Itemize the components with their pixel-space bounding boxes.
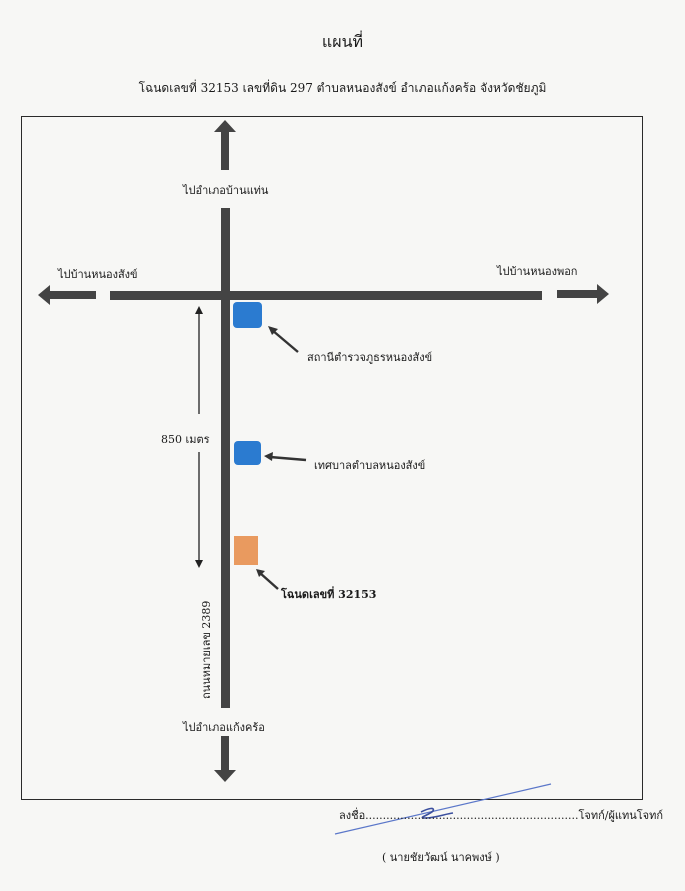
east-direction-label: ไปบ้านหนองพอก	[497, 265, 578, 278]
land-parcel-marker	[234, 536, 258, 565]
municipality-marker	[234, 441, 261, 465]
arrow-down-icon	[214, 736, 236, 782]
arrow-up-icon	[214, 120, 236, 170]
signature-scribble	[334, 783, 552, 835]
police-station-marker	[233, 302, 262, 328]
arrow-left-icon	[38, 285, 96, 305]
west-direction-label: ไปบ้านหนองสังข์	[58, 268, 138, 281]
page-title: แผนที่	[321, 32, 364, 51]
road-horizontal	[110, 291, 542, 300]
road-vertical	[221, 208, 230, 708]
pointer-arrow-icon	[264, 452, 307, 462]
road-number-label: ถนนหมายเลข 2389	[200, 600, 213, 699]
signer-name: ( นายชัยวัฒน์ นาคพงษ์ )	[382, 851, 500, 864]
map-frame	[21, 116, 643, 800]
pointer-arrow-icon	[268, 326, 299, 353]
arrow-right-icon	[557, 284, 609, 304]
page-subtitle: โฉนดเลขที่ 32153 เลขที่ดิน 297 ตำบลหนองส…	[138, 81, 547, 95]
land-parcel-label: โฉนดเลขที่ 32153	[281, 588, 377, 601]
police-station-label: สถานีตำรวจภูธรหนองสังข์	[307, 351, 433, 364]
distance-arrow-icon	[195, 306, 203, 568]
distance-label: 850 เมตร	[161, 433, 210, 446]
municipality-label: เทศบาลตำบลหนองสังข์	[314, 459, 426, 472]
signature-line: ลงชื่อ..................................…	[339, 809, 664, 822]
south-direction-label: ไปอำเภอแก้งคร้อ	[183, 721, 265, 734]
pointer-arrow-icon	[256, 569, 279, 590]
north-direction-label: ไปอำเภอบ้านแท่น	[183, 184, 269, 197]
